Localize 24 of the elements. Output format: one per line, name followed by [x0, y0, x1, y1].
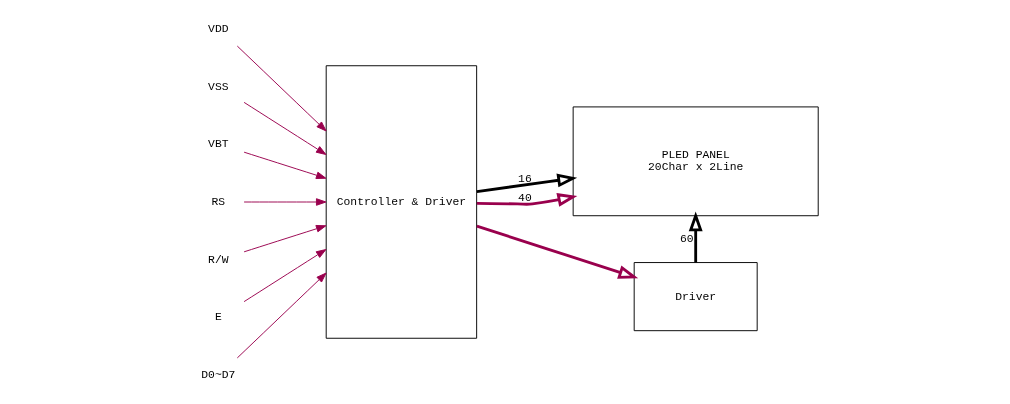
- arrow: [243, 198, 326, 206]
- arrow: [243, 249, 326, 303]
- node-text: E: [214, 311, 222, 324]
- arrow: [476, 173, 577, 194]
- node-text: RS: [211, 195, 225, 208]
- node-box: Driver: [633, 262, 758, 332]
- node-text: D0~D7: [200, 369, 235, 382]
- arrow: [243, 101, 326, 155]
- node-box: Controller & Driver: [325, 65, 477, 339]
- node-text: R/W: [207, 253, 229, 266]
- arrow: [475, 224, 638, 279]
- arrow: [476, 193, 577, 207]
- edge-label: 40: [517, 191, 532, 204]
- arrow: [236, 45, 327, 132]
- edge-label: 60: [679, 233, 694, 246]
- node-text: VSS: [207, 80, 229, 93]
- node-box: PLED PANEL 20Char x 2Line: [572, 106, 819, 217]
- node-text: VBT: [207, 138, 229, 151]
- arrow: [243, 151, 326, 179]
- arrow: [243, 225, 326, 253]
- arrow: [688, 211, 703, 263]
- edge-label: 16: [517, 172, 532, 185]
- arrow: [236, 272, 327, 359]
- node-text: VDD: [207, 22, 229, 35]
